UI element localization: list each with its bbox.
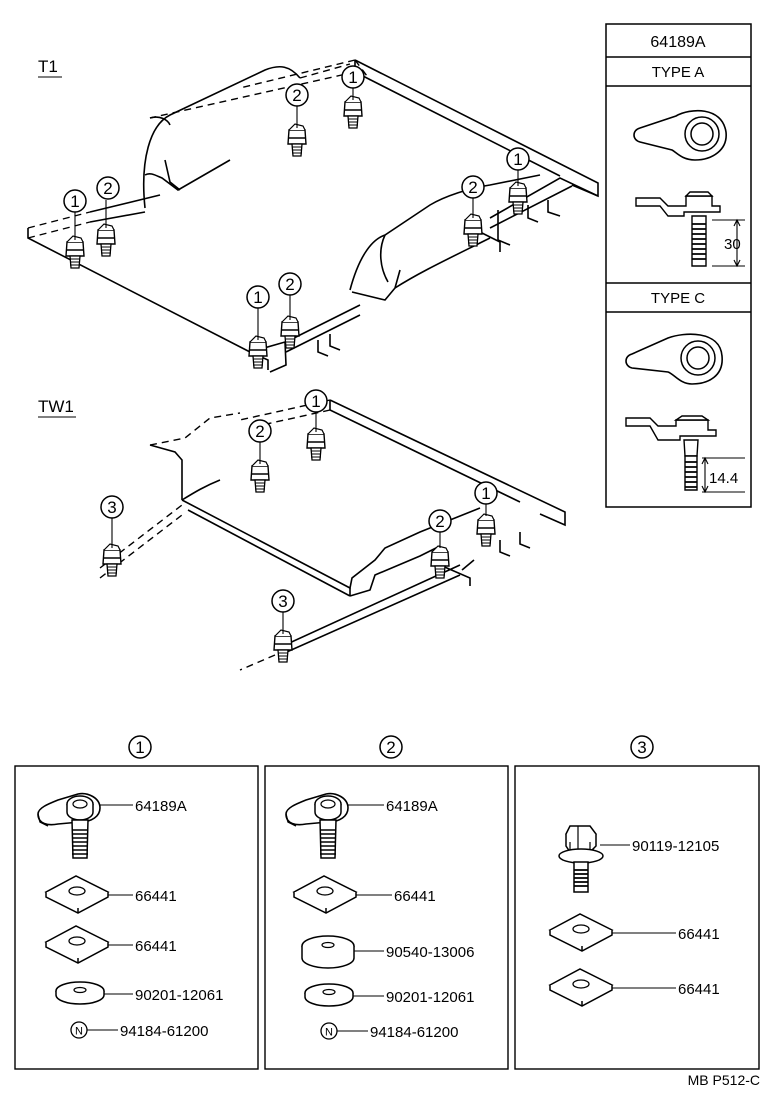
callout-label: 3 (107, 498, 116, 517)
callout-1: 1 (63, 189, 87, 213)
note-mark: N (325, 1027, 333, 1039)
part-number: 66441 (678, 926, 720, 943)
callout-label: 1 (348, 68, 357, 87)
callout-3: 3 (100, 495, 124, 519)
type-a-plate-drawing (633, 110, 727, 161)
callout-label: 2 (468, 178, 477, 197)
callout-label: 2 (285, 275, 294, 294)
kit-number: 3 (637, 738, 646, 757)
callout-2: 2 (285, 83, 309, 107)
kit-header-2: 2 (379, 735, 403, 759)
callout-2: 2 (428, 509, 452, 533)
callout-1: 1 (246, 285, 270, 309)
callout-2: 2 (248, 419, 272, 443)
callout-label: 1 (311, 392, 320, 411)
callout-label: 1 (513, 150, 522, 169)
kit-number: 1 (135, 738, 144, 757)
part-number: 66441 (394, 888, 436, 905)
callout-2: 2 (461, 175, 485, 199)
kit-2-parts: 64189A 66441 90540-13006 90201-12061 N 9… (285, 792, 474, 1041)
callout-label: 2 (103, 179, 112, 198)
callout-label: 1 (481, 484, 490, 503)
callout-label: 2 (255, 422, 264, 441)
type-c-label: TYPE C (651, 290, 705, 307)
callout-2: 2 (96, 176, 120, 200)
part-number: 90540-13006 (386, 944, 474, 961)
kit-box-2 (264, 765, 509, 1070)
callout-label: 3 (278, 592, 287, 611)
callout-2: 2 (278, 272, 302, 296)
thick-washer-drawing (301, 935, 355, 969)
callout-label: 1 (70, 192, 79, 211)
diagram-code: MB P512-C (688, 1072, 760, 1088)
callout-1: 1 (341, 65, 365, 89)
type-panel-part-number: 64189A (650, 34, 705, 51)
part-number: 66441 (135, 888, 177, 905)
type-a-label: TYPE A (652, 64, 705, 81)
callout-1: 1 (506, 147, 530, 171)
part-number: 64189A (135, 798, 187, 815)
part-number: 66441 (678, 981, 720, 998)
part-number: 90201-12061 (386, 989, 474, 1006)
callout-3: 3 (271, 589, 295, 613)
type-c-dimension: 14.4 (709, 470, 738, 487)
kit-number: 2 (386, 738, 395, 757)
kit-3-parts: 90119-12105 66441 66441 (549, 825, 720, 1007)
callout-label: 2 (435, 512, 444, 531)
view-label-tw1: TW1 (38, 397, 74, 416)
callout-1: 1 (304, 389, 328, 413)
note-mark: N (75, 1026, 83, 1038)
kit-box-3 (514, 765, 760, 1070)
callout-label: 2 (292, 86, 301, 105)
part-number: 94184-61200 (370, 1024, 458, 1041)
type-panel: 64189A TYPE A TYPE C 30 (605, 23, 752, 508)
type-c-plate-drawing (625, 333, 723, 385)
type-c-bolt-drawing: 14.4 (625, 415, 745, 494)
type-a-bolt-drawing: 30 (635, 191, 745, 268)
part-number: 90201-12061 (135, 987, 223, 1004)
tw1-view: 3 2 1 3 2 1 TW1 (38, 389, 566, 671)
type-a-dimension: 30 (724, 236, 741, 253)
kit-1-parts: 64189A 66441 66441 90201-12061 N 94184-6… (37, 792, 223, 1040)
part-number: 90119-12105 (632, 838, 719, 855)
part-number: 66441 (135, 938, 177, 955)
view-label-t1: T1 (38, 57, 58, 76)
t1-view: 1 2 2 1 1 2 2 1 T1 (27, 57, 599, 373)
kit-box-1 (14, 765, 259, 1070)
callout-label: 1 (253, 288, 262, 307)
kit-header-3: 3 (630, 735, 654, 759)
kit-header-1: 1 (128, 735, 152, 759)
callout-1: 1 (474, 481, 498, 505)
part-number: 64189A (386, 798, 438, 815)
hex-bolt-drawing (558, 825, 604, 893)
part-number: 94184-61200 (120, 1023, 208, 1040)
